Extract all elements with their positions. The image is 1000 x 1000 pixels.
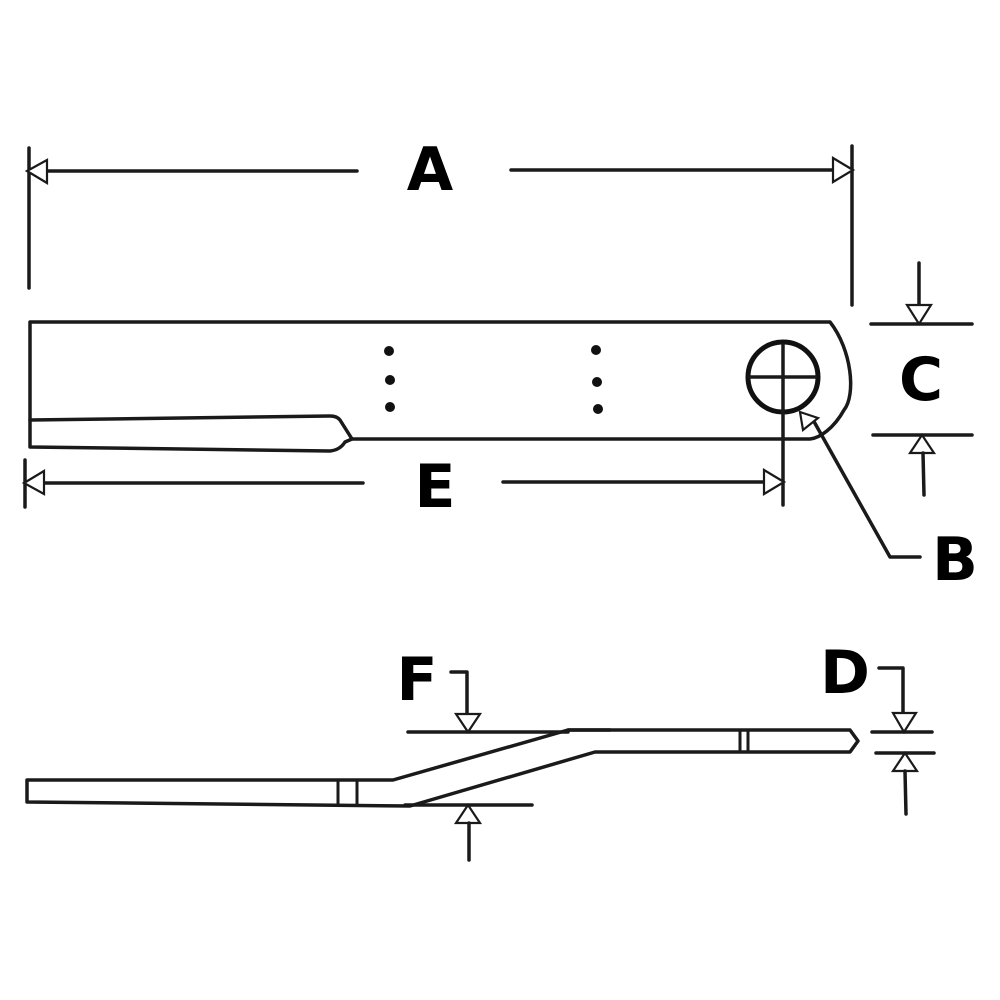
arrow-down-icon bbox=[891, 711, 918, 735]
leader-d-top bbox=[877, 666, 905, 715]
top-view: A B bbox=[21, 135, 978, 595]
dimension-e: E bbox=[21, 452, 787, 522]
blade-top-outline bbox=[28, 320, 853, 453]
arrow-right-icon bbox=[831, 156, 856, 184]
label-a: A bbox=[407, 135, 454, 205]
dimension-a: A bbox=[24, 135, 856, 307]
arrow-b-icon bbox=[798, 410, 821, 433]
arrow-left-icon bbox=[21, 469, 46, 496]
arrow-down-icon bbox=[453, 712, 483, 734]
arrow-left-icon bbox=[24, 158, 49, 185]
side-view: F D bbox=[25, 638, 936, 862]
blade-side-body bbox=[25, 728, 860, 808]
hole-dot bbox=[593, 404, 603, 414]
leader-f-top bbox=[449, 670, 469, 716]
leader-d-bottom bbox=[903, 769, 908, 816]
arrow-up-icon bbox=[453, 803, 483, 825]
blade-cutting-edge bbox=[28, 418, 354, 453]
arrow-right-icon bbox=[762, 468, 787, 496]
dimension-c: C bbox=[869, 261, 974, 497]
blade-side-outline bbox=[25, 728, 860, 808]
label-e: E bbox=[415, 452, 456, 522]
hole-dot bbox=[591, 345, 601, 355]
leader-c-bottom bbox=[921, 451, 926, 497]
hole-dot bbox=[592, 377, 602, 387]
dimension-d: D bbox=[820, 638, 936, 816]
bolt-holes-left bbox=[384, 346, 395, 412]
arrow-up-icon bbox=[907, 433, 937, 455]
hole-dot bbox=[385, 375, 395, 385]
arrow-down-icon bbox=[905, 303, 933, 327]
hole-dot bbox=[385, 402, 395, 412]
label-d: D bbox=[820, 638, 870, 708]
mounting-hole bbox=[745, 339, 821, 507]
leader-line-b bbox=[810, 416, 922, 559]
label-f: F bbox=[397, 645, 438, 715]
dimension-f: F bbox=[397, 645, 570, 862]
arrow-up-icon bbox=[890, 751, 920, 773]
blade-body bbox=[28, 320, 853, 441]
dimension-b: B bbox=[798, 410, 978, 595]
label-c: C bbox=[899, 345, 943, 415]
hole-dot bbox=[384, 346, 394, 356]
bolt-holes-right bbox=[591, 345, 603, 414]
label-b: B bbox=[932, 525, 978, 595]
